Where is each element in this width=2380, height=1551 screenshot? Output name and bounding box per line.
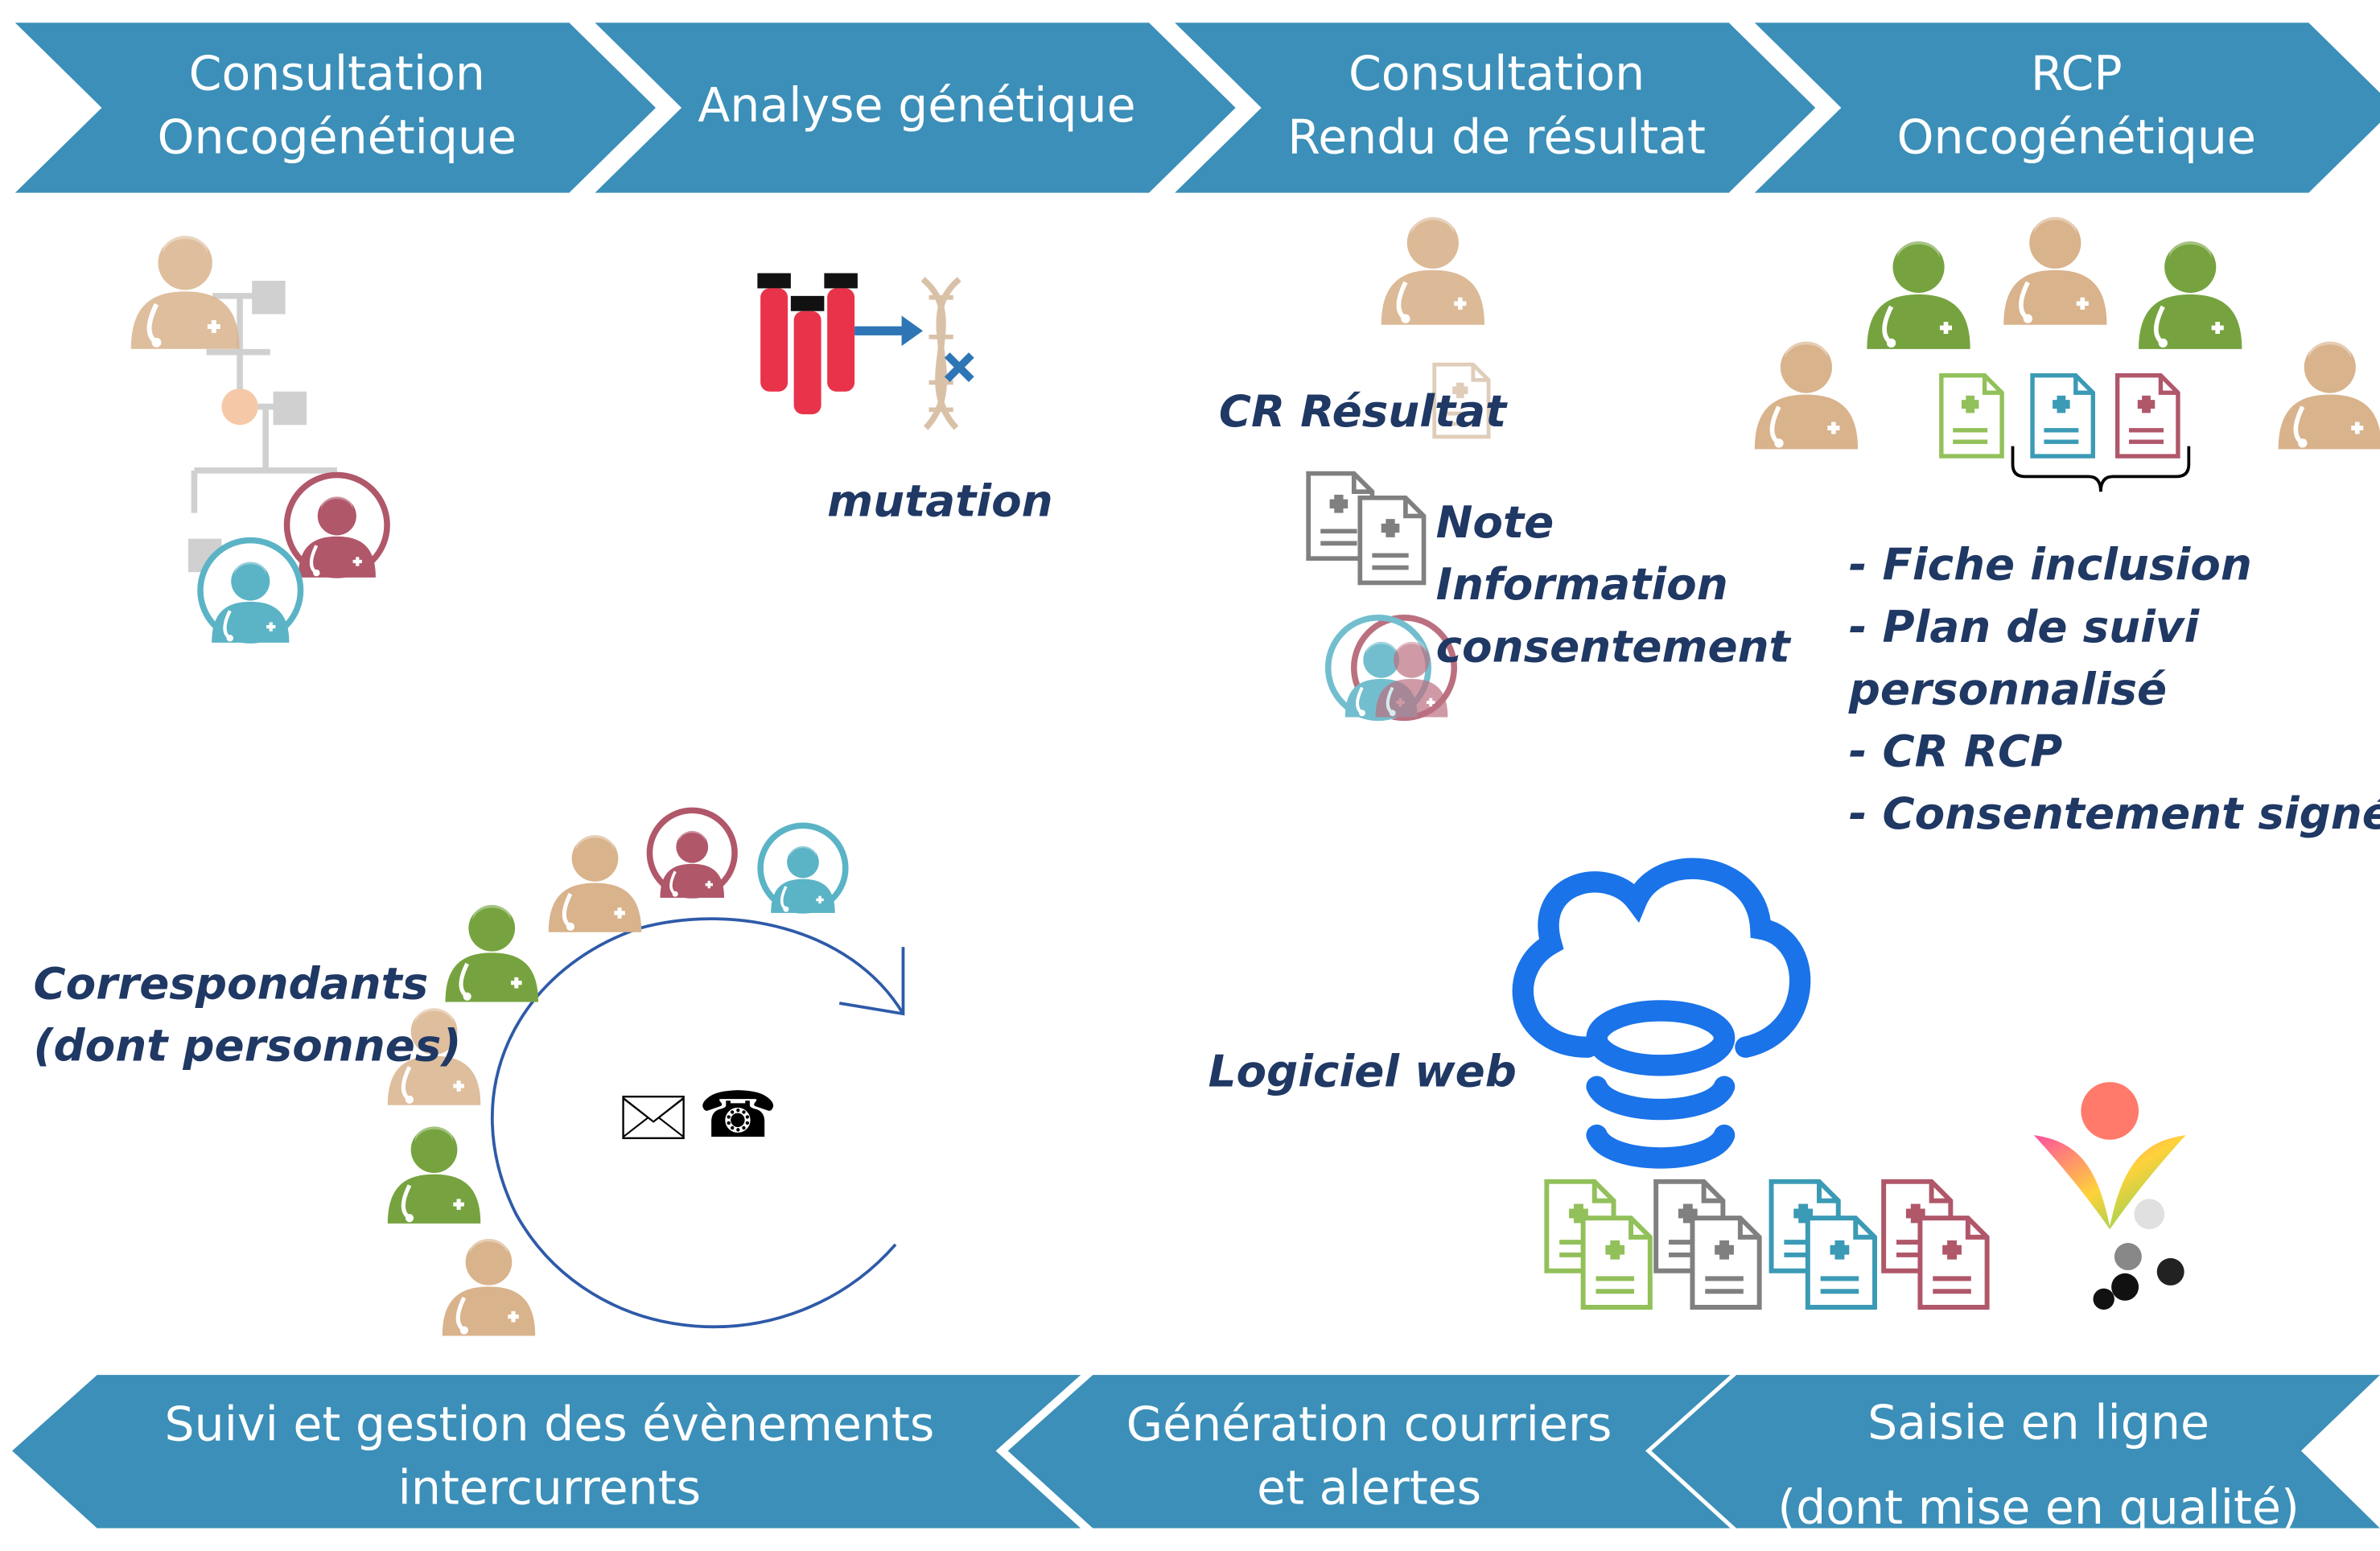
correspondent-doctor-2	[549, 831, 641, 932]
mutation-label: mutation	[827, 475, 1053, 527]
logiciel-web-label: Logiciel web	[1208, 1045, 1517, 1097]
rcp-item: - Plan de suivi	[1848, 601, 2200, 653]
correspondent-patient-man	[757, 822, 849, 915]
phone-icon: ☎	[698, 1077, 778, 1152]
follow-up-cycle-arrow	[490, 917, 905, 1329]
doctor-icon-rcp-5	[2279, 337, 2380, 450]
rcp-item: - Consentement signé	[1848, 788, 2380, 840]
bottom-step-1-line2: intercurrents	[397, 1461, 702, 1516]
doctor-icon-rcp-1	[1755, 337, 1858, 450]
cloud-database-icon	[1512, 858, 1811, 1169]
bottom-step-3-line2: (dont mise en qualité)	[1777, 1481, 2300, 1537]
correspondants-line-2: (dont personnes)	[33, 1019, 462, 1072]
correspondent-patient-woman	[646, 807, 738, 899]
envelope-icon: 🖂	[616, 1077, 691, 1152]
rcp-documents-icon	[1941, 376, 2191, 492]
top-step-1-chevron	[14, 23, 656, 193]
correspondants-line-1: Correspondants	[33, 957, 429, 1010]
bottom-step-1-line1: Suivi et gestion des évènements	[164, 1397, 935, 1453]
top-step-2-chevron	[595, 23, 1236, 193]
quality-logo-icon	[2033, 1082, 2186, 1310]
note-line-3: consentement	[1435, 620, 1790, 673]
bottom-step-2-label: Génération courriers et alertes	[1096, 1393, 1642, 1520]
top-step-2-line1: Analyse génétique	[698, 79, 1136, 134]
top-step-2-label: Analyse génétique	[681, 74, 1152, 138]
doctor-icon-rcp-3	[2003, 212, 2106, 325]
top-step-4-line1: RCP	[2030, 47, 2123, 102]
correspondent-doctor-5	[443, 1235, 535, 1336]
patient-woman-icon-consult	[283, 471, 390, 577]
correspondants-label: Correspondants (dont personnes)	[34, 953, 462, 1078]
bottom-step-3-chevron	[1651, 1375, 2380, 1528]
blood-tubes-icon	[757, 273, 923, 415]
top-step-3-line1: Consultation	[1348, 47, 1645, 102]
note-line-1: Note	[1435, 496, 1554, 549]
note-line-2: Information	[1435, 558, 1728, 611]
bottom-step-2-line1: Génération courriers	[1126, 1397, 1612, 1453]
rcp-item: - Fiche inclusion	[1848, 538, 2252, 590]
doctor-icon-rcp-2	[1867, 237, 1970, 349]
top-step-3-chevron	[1175, 23, 1816, 193]
patient-man-icon-consult	[197, 537, 304, 643]
note-information-label: Note Information consentement	[1436, 492, 1790, 678]
doctor-icon-result	[1381, 212, 1484, 325]
bottom-step-2-chevron	[1007, 1375, 1731, 1528]
bottom-step-3-line1: Saisie en ligne	[1867, 1396, 2209, 1451]
doctor-icon-consult	[131, 231, 240, 349]
top-step-1-label: Consultation Oncogénétique	[101, 43, 572, 170]
top-step-4-label: RCP Oncogénétique	[1841, 43, 2312, 170]
bottom-step-3-label: Saisie en ligne (dont mise en qualité)	[1743, 1381, 2335, 1551]
bottom-step-1-chevron	[12, 1375, 1081, 1528]
note-documents-icon	[1308, 474, 1423, 583]
top-step-3-label: Consultation Rendu de résultat	[1262, 43, 1732, 170]
top-step-4-line2: Oncogénétique	[1896, 110, 2256, 166]
correspondent-doctor-4	[388, 1122, 480, 1224]
top-step-3-line2: Rendu de résultat	[1287, 110, 1706, 166]
rcp-items-list: - Fiche inclusion - Plan de suivi person…	[1849, 534, 2380, 845]
rcp-item: personnalisé	[1848, 663, 2168, 715]
rcp-item: - CR RCP	[1848, 725, 2063, 777]
cr-resultat-label: CR Résultat	[1218, 385, 1507, 438]
doctor-icon-rcp-4	[2139, 237, 2242, 349]
bottom-step-1-label: Suivi et gestion des évènements intercur…	[109, 1393, 990, 1520]
top-step-4-chevron	[1754, 23, 2380, 193]
patient-couple-icon-result	[1324, 615, 1458, 722]
bottom-step-2-line2: et alertes	[1257, 1461, 1482, 1516]
generated-documents-icon	[1546, 1182, 1987, 1307]
top-step-1-line2: Oncogénétique	[157, 110, 517, 166]
top-step-1-line1: Consultation	[188, 47, 485, 102]
dna-mutation-icon	[920, 277, 974, 430]
